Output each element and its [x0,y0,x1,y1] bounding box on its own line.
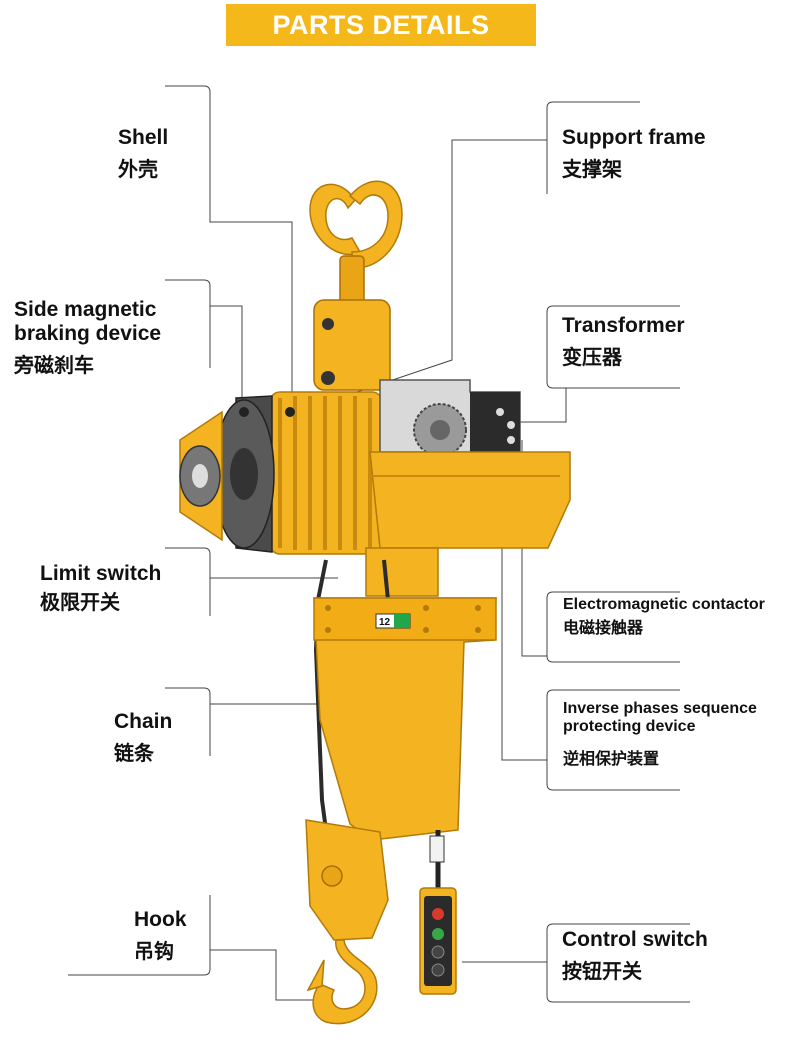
label-shell-zh: 外壳 [118,159,158,182]
label-transformer: Transformer 变压器 [562,314,685,370]
label-support-frame-zh: 支撑架 [562,159,622,182]
label-inverse-phase-zh: 逆相保护装置 [563,750,660,768]
motor-shell [179,391,383,555]
label-hook-zh: 吊钩 [134,941,174,964]
label-control-switch-en: Control switch [562,928,708,951]
label-limit-switch-en: Limit switch [40,562,162,585]
label-chain: Chain 链条 [114,710,172,766]
label-transformer-en: Transformer [562,314,685,337]
label-contactor: Electromagnetic contactor 电磁接触器 [563,596,765,639]
parts-details-banner: PARTS DETAILS [226,4,536,46]
label-shell-en: Shell [118,126,169,149]
gearbox-frame [365,379,571,597]
label-inverse-phase-en1: Inverse phases sequence [563,700,757,717]
leader-side-brake [165,279,243,412]
leader-support-frame [344,101,640,397]
label-hook: Hook 吊钩 [134,908,187,964]
label-control-switch-zh: 按钮开关 [562,961,642,984]
label-side-brake-en1: Side magnetic [14,298,157,321]
leader-lines [68,85,690,1003]
chain-bag: 12 [313,597,497,841]
label-control-switch: Control switch 按钮开关 [562,928,708,984]
label-side-brake-zh: 旁磁刹车 [14,355,94,378]
top-hook [309,180,403,391]
leader-inverse-phase [501,460,680,791]
control-pendant [419,830,457,995]
label-hook-en: Hook [134,908,187,931]
label-limit-switch: Limit switch 极限开关 [40,562,161,615]
label-chain-en: Chain [114,710,173,733]
label-transformer-zh: 变压器 [562,347,622,370]
plate-number: 12 [379,617,391,628]
label-side-brake: Side magnetic braking device 旁磁刹车 [14,298,161,378]
label-support-frame-en: Support frame [562,126,706,149]
leader-chain [165,687,320,756]
label-inverse-phase-en2: protecting device [563,718,696,736]
label-chain-zh: 链条 [114,743,154,766]
leader-control-switch [462,923,690,1003]
bottom-hook [305,819,389,1025]
leader-shell [165,85,293,412]
label-support-frame: Support frame 支撑架 [562,126,706,182]
banner-title: PARTS DETAILS [272,9,490,40]
label-limit-switch-zh: 极限开关 [40,592,120,615]
label-inverse-phase: Inverse phases sequence protecting devic… [563,700,757,769]
label-contactor-en: Electromagnetic contactor [563,596,765,613]
leader-hook [68,895,316,1001]
leader-limit-switch [165,547,338,616]
label-contactor-zh: 电磁接触器 [563,620,644,638]
label-shell: Shell 外壳 [118,126,168,182]
label-side-brake-en2: braking device [14,322,162,346]
leader-transformer [500,305,680,423]
